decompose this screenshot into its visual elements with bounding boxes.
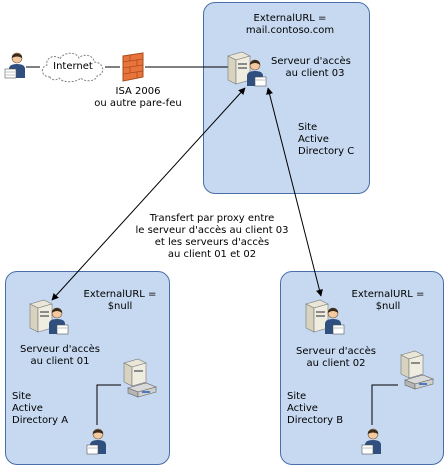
firewall-label-line1: ISA 2006 xyxy=(115,86,161,97)
internet-label: Internet xyxy=(53,61,93,72)
proxy-note-line4: au client 01 et 02 xyxy=(167,249,257,260)
site-c-name-line2: Active xyxy=(298,134,329,145)
proxy-arrow-a xyxy=(51,87,246,301)
site-a-name-line3: Directory A xyxy=(12,415,69,426)
site-b-name-line3: Directory B xyxy=(287,415,344,426)
site-b-server-label-line2: au client 02 xyxy=(306,358,366,369)
client-a-line xyxy=(96,384,121,425)
site-c-server-label-line1: Serveur d'accès xyxy=(271,56,351,67)
site-a-server-label-line1: Serveur d'accès xyxy=(20,344,100,355)
site-b-external-url-line2: $null xyxy=(375,301,401,312)
site-a-external-url-line2: $null xyxy=(107,301,133,312)
site-a-server-label-line2: au client 01 xyxy=(30,356,90,367)
firewall-label-line2: ou autre pare-feu xyxy=(94,98,182,109)
internet-cloud-icon xyxy=(42,52,104,83)
site-b-name-line2: Active xyxy=(287,403,318,414)
site-c-name-line1: Site xyxy=(298,122,318,133)
site-c-server-label-line2: au client 03 xyxy=(285,68,345,79)
site-b-external-url-line1: ExternalURL = xyxy=(351,289,425,300)
site-b-user-icon xyxy=(361,428,381,455)
proxy-note-line3: et les serveurs d'accès xyxy=(154,237,270,248)
site-c-name-line3: Directory C xyxy=(298,146,355,157)
site-b-server-label-line1: Serveur d'accès xyxy=(296,346,376,357)
site-c-external-url-line1: ExternalURL = xyxy=(253,13,327,24)
proxy-arrow-b xyxy=(266,87,323,297)
server-01-icon xyxy=(29,299,69,335)
site-c-external-url-line2: mail.contoso.com xyxy=(245,25,335,36)
site-a-name-line2: Active xyxy=(12,403,43,414)
client-b-line xyxy=(371,384,398,425)
site-a-client-machine-icon xyxy=(123,358,157,398)
site-b-client-machine-icon xyxy=(400,350,434,390)
server-02-icon xyxy=(305,299,345,335)
server-03-icon xyxy=(227,51,267,87)
site-b-name-line1: Site xyxy=(287,391,307,402)
site-a-name-line1: Site xyxy=(12,391,32,402)
site-a-external-url-line1: ExternalURL = xyxy=(83,289,157,300)
proxy-note-line1: Transfert par proxy entre xyxy=(149,213,275,224)
proxy-note-line2: le serveur d'accès au client 03 xyxy=(135,225,289,236)
site-a-user-icon xyxy=(86,428,106,455)
firewall-icon xyxy=(122,52,144,82)
remote-user-icon xyxy=(4,52,25,79)
